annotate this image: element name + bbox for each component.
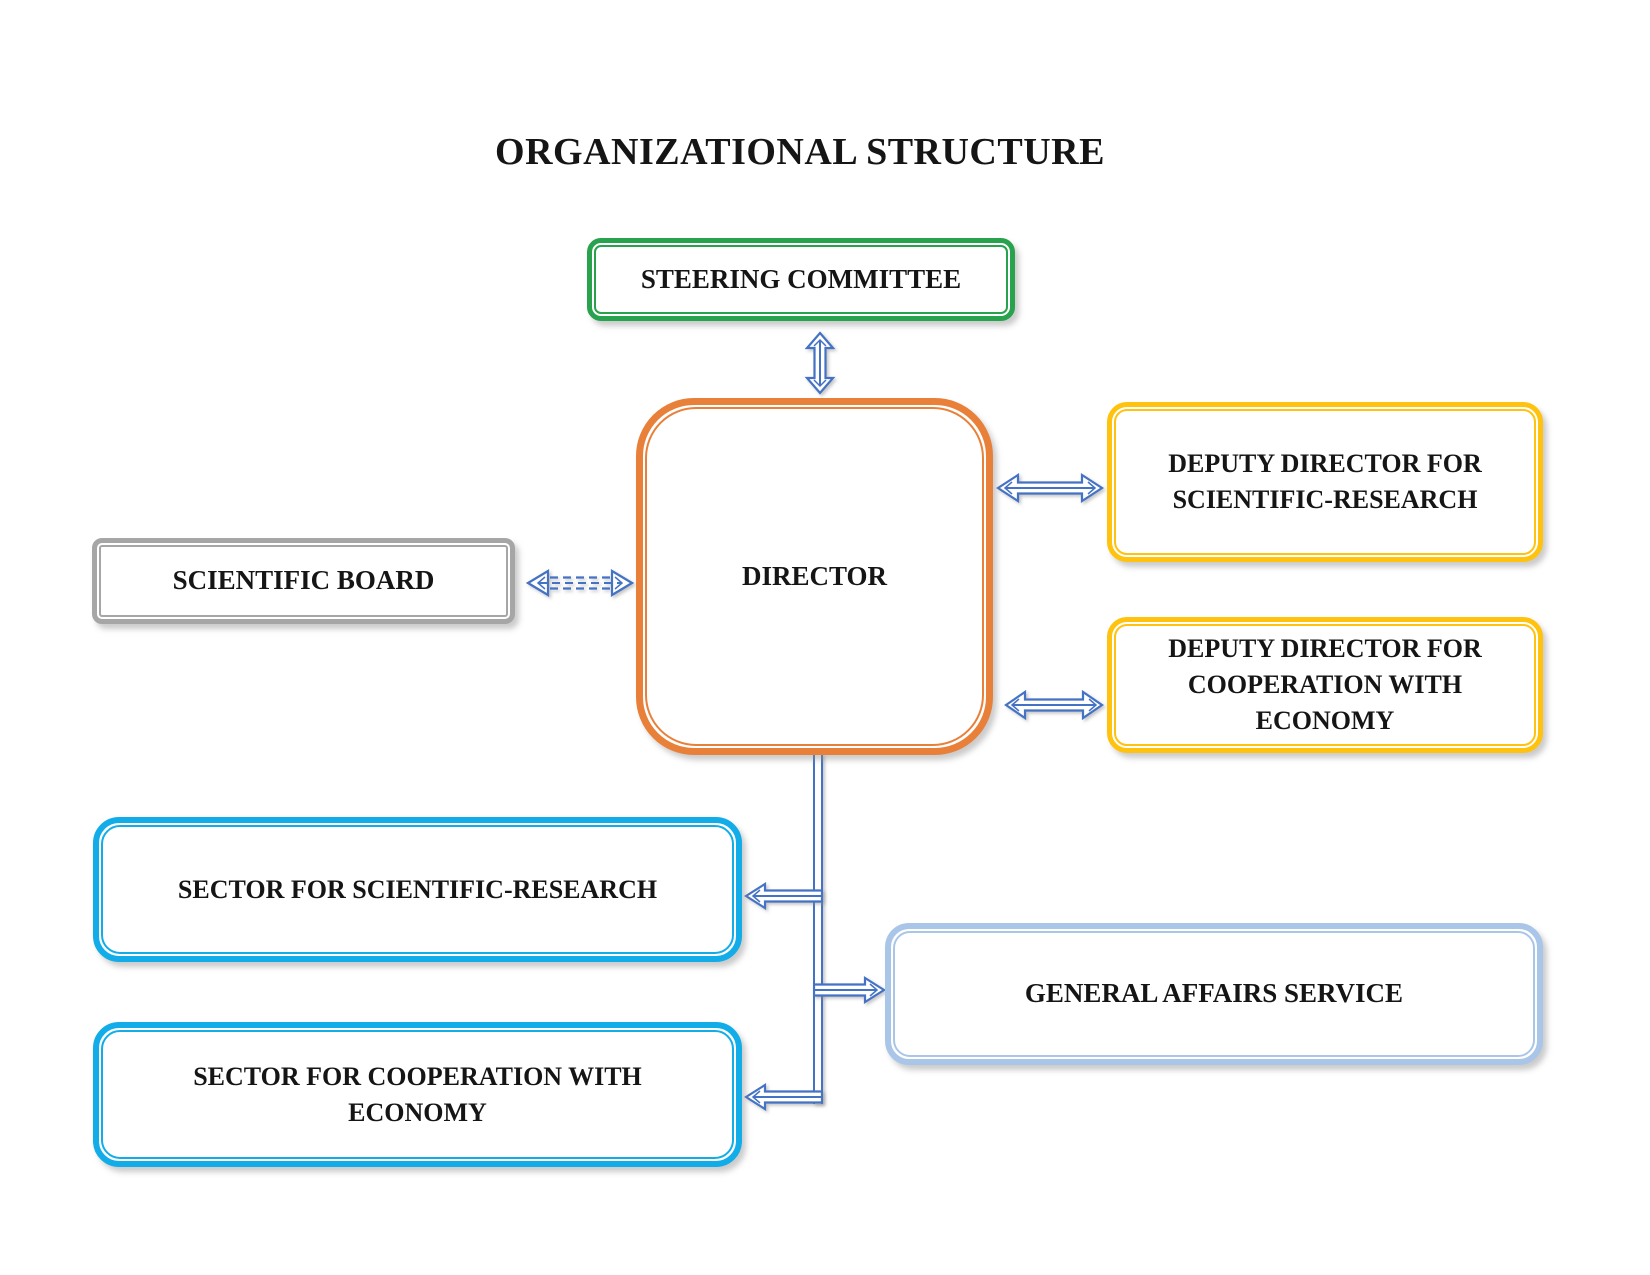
node-director: DIRECTOR — [636, 398, 993, 755]
page-title: ORGANIZATIONAL STRUCTURE — [495, 131, 1105, 173]
arrow-director-scientific-board-dashed — [526, 566, 634, 600]
node-deputy-director-scientific-research: DEPUTY DIRECTOR FOR SCIENTIFIC-RESEARCH — [1107, 402, 1543, 562]
node-general-affairs-service: GENERAL AFFAIRS SERVICE — [885, 923, 1543, 1065]
node-label: DEPUTY DIRECTOR FOR SCIENTIFIC-RESEARCH — [1168, 449, 1482, 514]
arrow-to-general-affairs — [813, 975, 886, 1005]
node-label: DIRECTOR — [741, 560, 888, 591]
node-steering-committee: STEERING COMMITTEE — [587, 238, 1015, 321]
arrow-to-sector-research — [744, 881, 823, 911]
node-label: DEPUTY DIRECTOR FOR COOPERATION WITH ECO… — [1168, 634, 1482, 735]
arrow-director-deputy-economy — [1004, 689, 1104, 721]
connector-director-trunk-line — [813, 753, 823, 1104]
node-label: SECTOR FOR SCIENTIFIC-RESEARCH — [177, 874, 658, 904]
node-label: GENERAL AFFAIRS SERVICE — [1024, 978, 1404, 1009]
node-label: SECTOR FOR COOPERATION WITH ECONOMY — [193, 1061, 642, 1127]
arrow-to-sector-economy — [744, 1082, 823, 1112]
arrow-steering-director — [803, 331, 837, 395]
node-scientific-board: SCIENTIFIC BOARD — [92, 538, 515, 624]
node-sector-scientific-research: SECTOR FOR SCIENTIFIC-RESEARCH — [93, 817, 742, 962]
node-sector-cooperation-economy: SECTOR FOR COOPERATION WITH ECONOMY — [93, 1022, 742, 1167]
arrow-director-deputy-research — [996, 472, 1104, 504]
node-deputy-director-cooperation-economy: DEPUTY DIRECTOR FOR COOPERATION WITH ECO… — [1107, 617, 1543, 753]
node-label: STEERING COMMITTEE — [640, 263, 962, 294]
node-label: SCIENTIFIC BOARD — [172, 565, 435, 596]
